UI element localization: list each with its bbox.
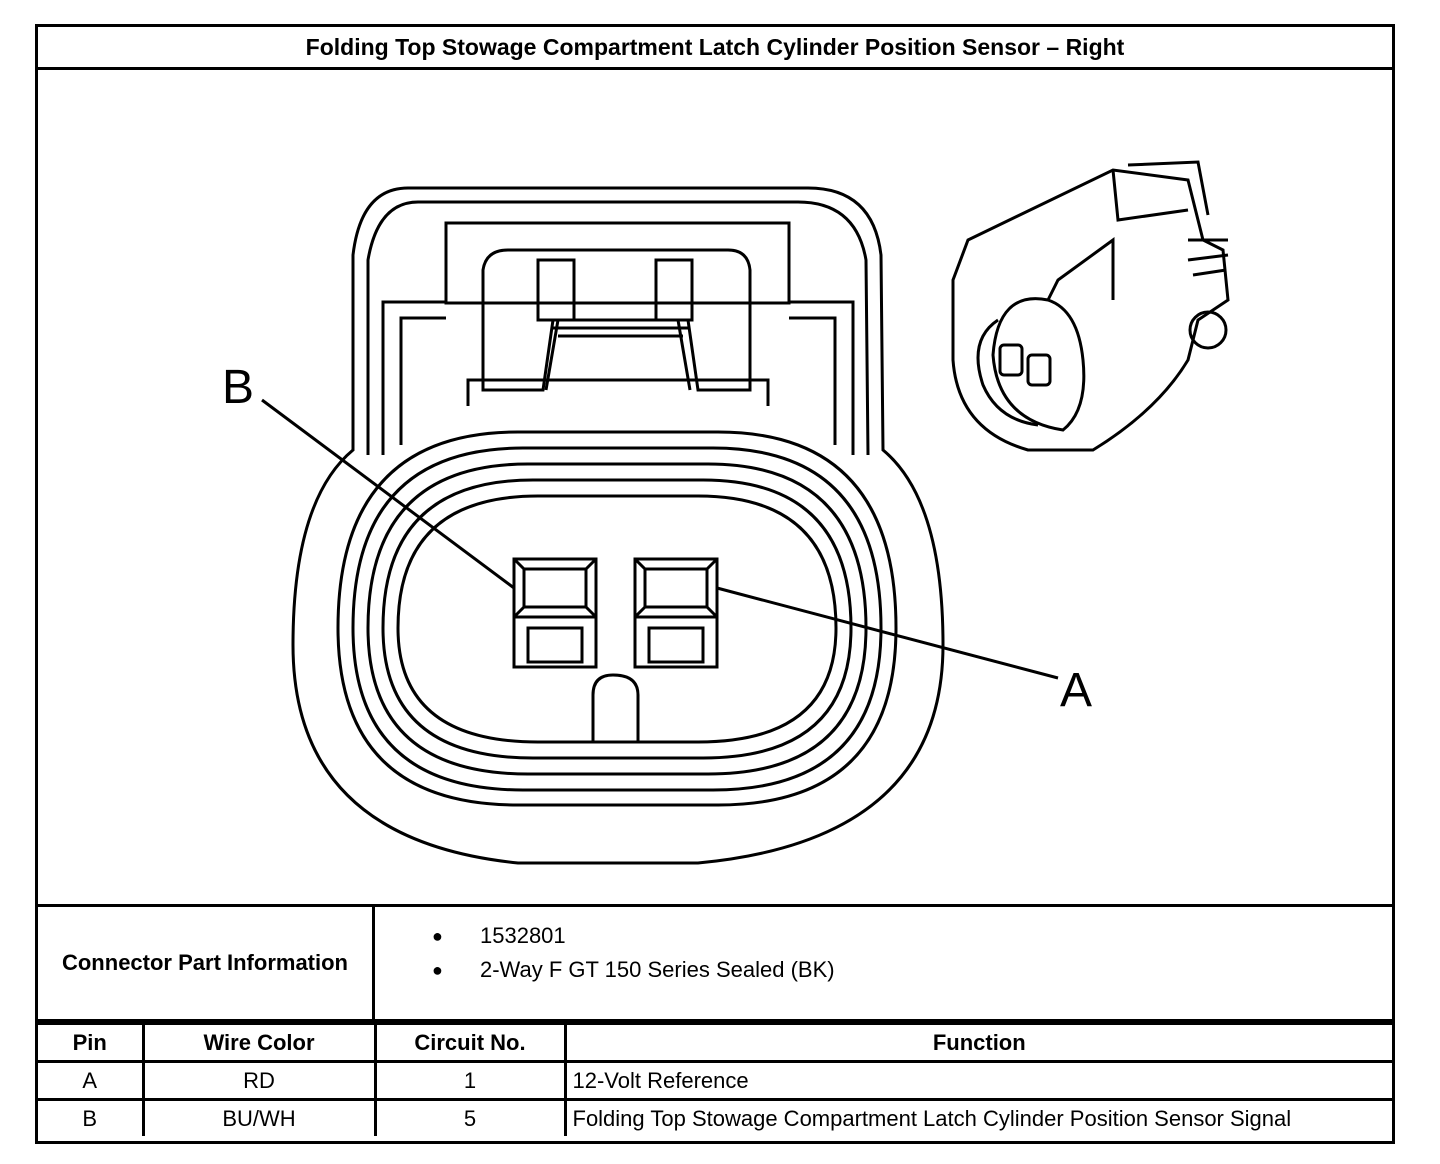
cell-wire-color: RD	[141, 1060, 377, 1101]
table-header-row: Pin Wire Color Circuit No. Function	[38, 1022, 1392, 1063]
connector-info-list: ● 1532801 ● 2-Way F GT 150 Series Sealed…	[424, 919, 835, 987]
bullet-icon: ●	[432, 960, 443, 980]
part-number: 1532801	[480, 923, 566, 948]
cell-circuit: 5	[373, 1098, 567, 1136]
connector-face-drawing: B A	[222, 160, 1230, 865]
connector-figure: B A	[38, 70, 1392, 904]
table-row: B BU/WH 5 Folding Top Stowage Compartmen…	[38, 1098, 1392, 1136]
cell-pin: A	[38, 1060, 145, 1101]
connector-description: 2-Way F GT 150 Series Sealed (BK)	[480, 957, 835, 982]
pinout-table: Pin Wire Color Circuit No. Function A RD…	[38, 1022, 1392, 1136]
latch-housing	[444, 221, 791, 305]
header-function: Function	[563, 1022, 1392, 1063]
header-wire-color: Wire Color	[141, 1022, 377, 1063]
connector-isometric-view	[951, 160, 1230, 452]
diagram-frame: Folding Top Stowage Compartment Latch Cy…	[35, 24, 1395, 1144]
connector-info-label: Connector Part Information	[38, 907, 375, 1019]
connector-outer-body	[291, 186, 945, 865]
terminal-cavity-b	[512, 557, 598, 669]
leader-line-a	[716, 586, 1059, 680]
cell-circuit: 1	[373, 1060, 567, 1101]
connector-info-item: ● 2-Way F GT 150 Series Sealed (BK)	[424, 953, 835, 987]
connector-info-row: Connector Part Information ● 1532801 ● 2…	[38, 904, 1392, 1022]
pin-label-b: B	[222, 361, 254, 414]
table-row: A RD 1 12-Volt Reference	[38, 1060, 1392, 1101]
seal-ring-outer	[336, 430, 898, 807]
bullet-icon: ●	[432, 926, 443, 946]
keying-rib	[591, 673, 640, 742]
connector-info-item: ● 1532801	[424, 919, 835, 953]
seal-ring-inner	[396, 494, 838, 744]
latch-tab	[481, 248, 752, 392]
header-pin: Pin	[38, 1022, 145, 1063]
page-title: Folding Top Stowage Compartment Latch Cy…	[38, 27, 1392, 70]
cell-function: Folding Top Stowage Compartment Latch Cy…	[563, 1098, 1392, 1136]
cell-function: 12-Volt Reference	[563, 1060, 1392, 1101]
leader-line-b	[261, 398, 515, 590]
pin-label-a: A	[1060, 664, 1092, 717]
cell-pin: B	[38, 1098, 145, 1136]
header-circuit-no: Circuit No.	[373, 1022, 567, 1063]
terminal-cavity-a	[633, 557, 719, 669]
cell-wire-color: BU/WH	[141, 1098, 377, 1136]
